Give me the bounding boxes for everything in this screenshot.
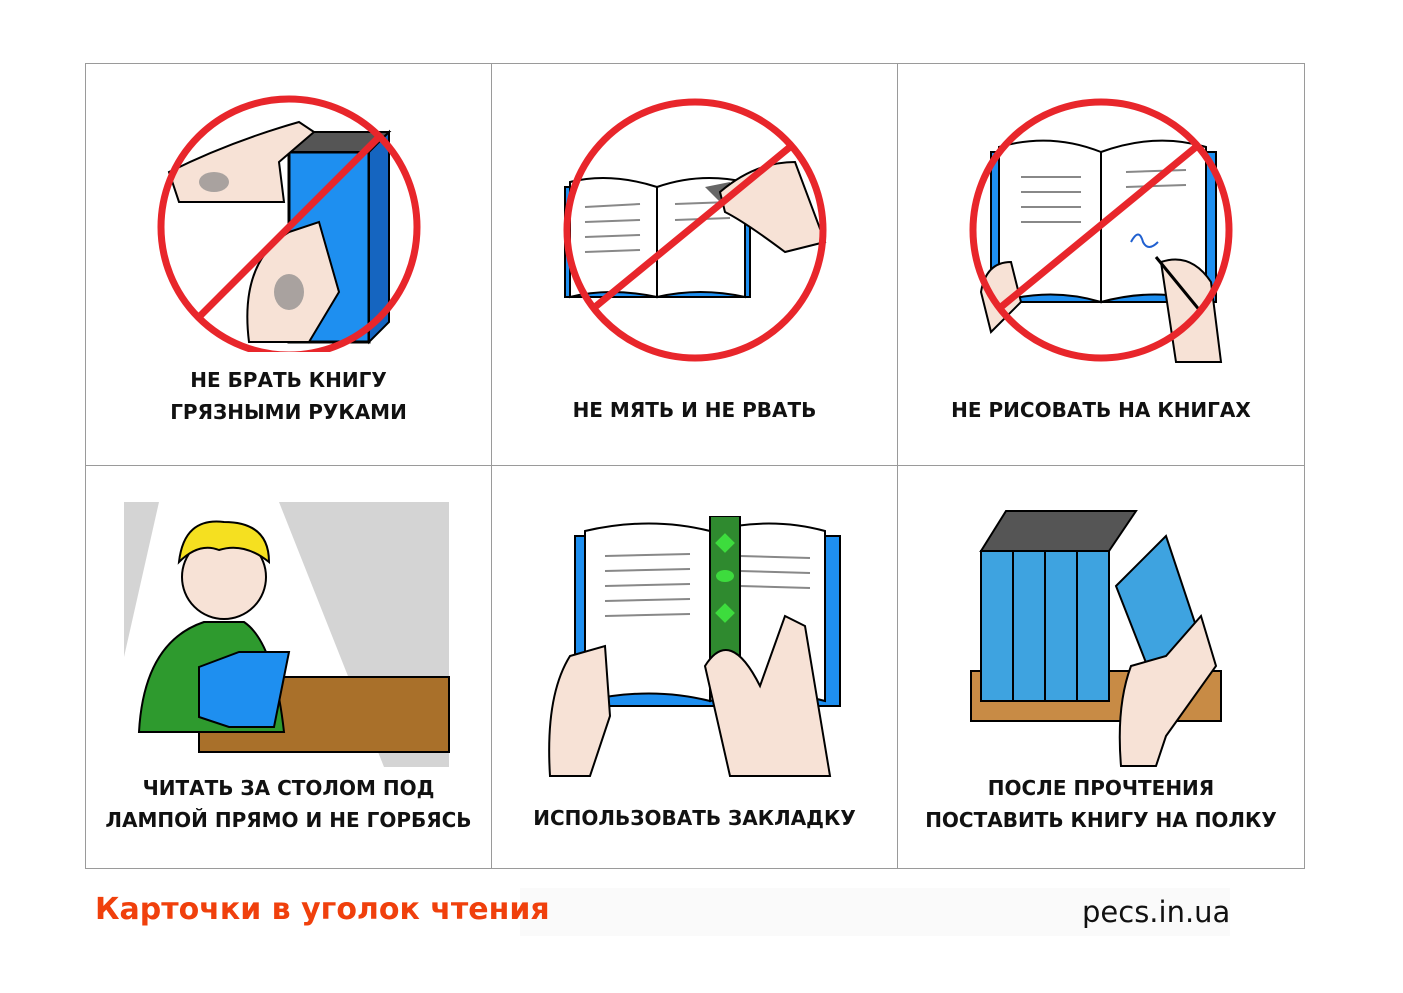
card-caption: ИСПОЛЬЗОВАТЬ ЗАКЛАДКУ — [492, 802, 897, 834]
caption-line: ПОСТАВИТЬ КНИГУ НА ПОЛКУ — [925, 808, 1277, 832]
caption-line: ИСПОЛЬЗОВАТЬ ЗАКЛАДКУ — [533, 806, 856, 830]
footer-site: pecs.in.ua — [1082, 895, 1231, 929]
no-drawing-icon — [969, 98, 1233, 363]
caption-line: ЛАМПОЙ ПРЯМО И НЕ ГОРБЯСЬ — [105, 808, 472, 832]
bookmark-icon — [547, 516, 841, 777]
card-grid: НЕ БРАТЬ КНИГУ ГРЯЗНЫМИ РУКАМИ НЕ МЯТЬ И… — [85, 63, 1305, 869]
card-no-tearing: НЕ МЯТЬ И НЕ РВАТЬ — [492, 64, 898, 466]
card-no-drawing: НЕ РИСОВАТЬ НА КНИГАХ — [898, 64, 1304, 466]
card-caption: НЕ БРАТЬ КНИГУ ГРЯЗНЫМИ РУКАМИ — [86, 364, 491, 428]
caption-line: ПОСЛЕ ПРОЧТЕНИЯ — [987, 776, 1215, 800]
card-caption: НЕ МЯТЬ И НЕ РВАТЬ — [492, 394, 897, 426]
card-bookmark: ИСПОЛЬЗОВАТЬ ЗАКЛАДКУ — [492, 466, 898, 868]
bookshelf-icon — [970, 510, 1222, 767]
boy-reading-icon — [123, 502, 454, 772]
card-boy-reading: ЧИТАТЬ ЗА СТОЛОМ ПОД ЛАМПОЙ ПРЯМО И НЕ Г… — [86, 466, 492, 868]
caption-line: НЕ РИСОВАТЬ НА КНИГАХ — [951, 398, 1251, 422]
caption-line: ГРЯЗНЫМИ РУКАМИ — [170, 400, 407, 424]
card-no-dirty-hands: НЕ БРАТЬ КНИГУ ГРЯЗНЫМИ РУКАМИ — [86, 64, 492, 466]
footer-title: Карточки в уголок чтения — [95, 892, 550, 927]
card-caption: ПОСЛЕ ПРОЧТЕНИЯ ПОСТАВИТЬ КНИГУ НА ПОЛКУ — [898, 772, 1304, 836]
card-caption: НЕ РИСОВАТЬ НА КНИГАХ — [898, 394, 1304, 426]
caption-line: ЧИТАТЬ ЗА СТОЛОМ ПОД — [142, 776, 435, 800]
caption-line: НЕ БРАТЬ КНИГУ — [190, 368, 387, 392]
caption-line: НЕ МЯТЬ И НЕ РВАТЬ — [572, 398, 817, 422]
no-tearing-icon — [563, 98, 826, 362]
card-caption: ЧИТАТЬ ЗА СТОЛОМ ПОД ЛАМПОЙ ПРЯМО И НЕ Г… — [86, 772, 491, 836]
no-dirty-hands-icon — [157, 95, 420, 352]
footer-band — [520, 888, 1230, 936]
card-bookshelf: ПОСЛЕ ПРОЧТЕНИЯ ПОСТАВИТЬ КНИГУ НА ПОЛКУ — [898, 466, 1304, 868]
